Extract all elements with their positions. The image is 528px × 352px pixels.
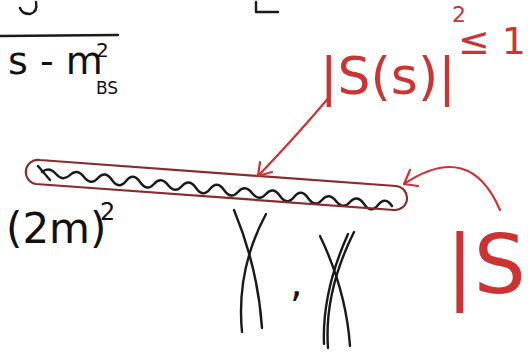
start-mark xyxy=(38,166,50,180)
unitarity-text: |S xyxy=(446,224,526,306)
cut-off-stroke xyxy=(20,2,36,14)
crossed-line xyxy=(324,234,348,344)
threshold-text: (2m) xyxy=(6,208,106,250)
arrow-head xyxy=(404,170,418,186)
crossed-line xyxy=(241,214,266,332)
cut-off-stroke xyxy=(256,2,278,12)
separator: , xyxy=(290,262,303,302)
exponent: 2 xyxy=(96,40,109,60)
pointer-arrow xyxy=(404,167,500,210)
unitarity-text: |S(s)| xyxy=(320,50,456,102)
pointer-arrow xyxy=(258,96,330,176)
cut-outline xyxy=(26,160,407,210)
denominator-text: s - m xyxy=(8,42,103,80)
bound-text: ≤ 1 xyxy=(458,22,526,60)
fraction-bar xyxy=(0,35,118,36)
subscript: BS xyxy=(96,80,118,97)
crossed-line xyxy=(234,210,262,328)
exponent: 2 xyxy=(100,200,115,224)
arrow-head xyxy=(258,162,272,176)
